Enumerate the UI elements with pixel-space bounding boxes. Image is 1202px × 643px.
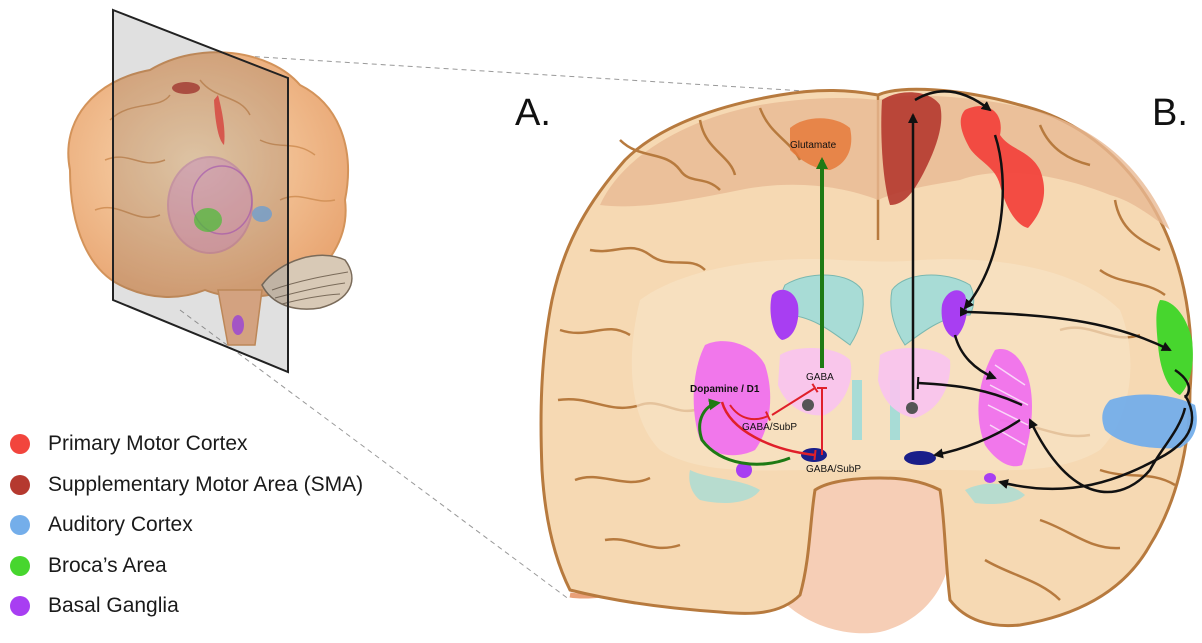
legend-label: Supplementary Motor Area (SMA) xyxy=(48,473,363,497)
zoom-line-top xyxy=(228,55,820,92)
legend-item: Basal Ganglia xyxy=(10,586,470,627)
gaba-subp-label-lower: GABA/SubP xyxy=(806,464,861,475)
legend-label: Basal Ganglia xyxy=(48,594,179,618)
legend-label: Broca’s Area xyxy=(48,554,167,578)
legend-label: Primary Motor Cortex xyxy=(48,432,248,456)
legend-swatch xyxy=(10,556,30,576)
legend-item: Supplementary Motor Area (SMA) xyxy=(10,465,470,506)
glutamate-label: Glutamate xyxy=(790,140,837,151)
legend-swatch xyxy=(10,596,30,616)
coronal-section: Glutamate GABA Dopamine / D1 GABA/SubP G… xyxy=(541,89,1197,633)
legend-swatch xyxy=(10,434,30,454)
legend-swatch xyxy=(10,515,30,535)
legend-item: Broca’s Area xyxy=(10,546,470,587)
panel-label-b: B. xyxy=(1152,92,1188,135)
gaba-label: GABA xyxy=(806,372,834,383)
gaba-subp-label-upper: GABA/SubP xyxy=(742,422,797,433)
legend-item: Primary Motor Cortex xyxy=(10,424,470,465)
panel-label-a: A. xyxy=(515,92,551,135)
legend-swatch xyxy=(10,475,30,495)
substantia-nigra-right xyxy=(904,451,936,465)
legend-label: Auditory Cortex xyxy=(48,513,193,537)
dopamine-label: Dopamine / D1 xyxy=(690,384,760,395)
legend-item: Auditory Cortex xyxy=(10,505,470,546)
